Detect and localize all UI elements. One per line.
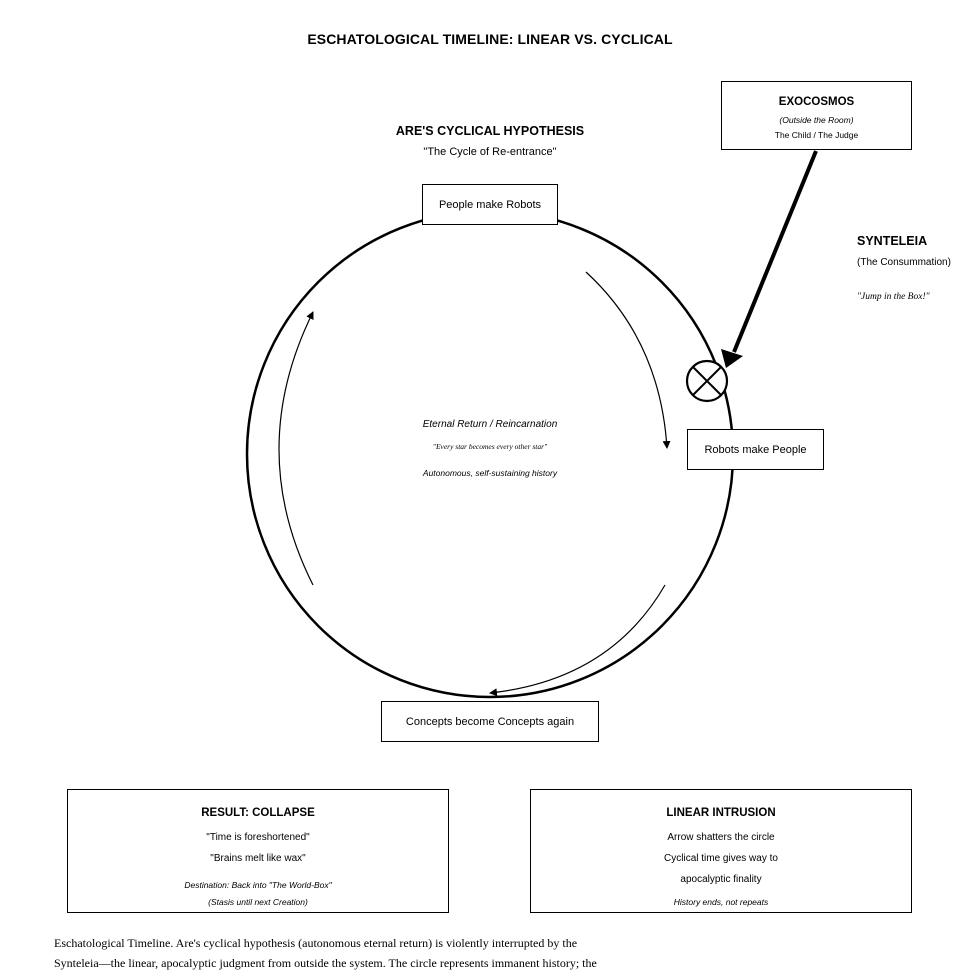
cycle-arrow-bottom-right: [489, 584, 666, 697]
intrusion-line: Arrow shatters the circle: [667, 832, 775, 843]
cyclical-subheading: "The Cycle of Re-entrance": [423, 146, 557, 158]
page-title: ESCHATOLOGICAL TIMELINE: LINEAR VS. CYCL…: [307, 31, 673, 47]
center-label-star-quote: "Every star becomes every other star": [432, 442, 548, 451]
intrusion-line: apocalyptic finality: [680, 874, 762, 885]
linear-intrusion-arrow: [732, 150, 818, 353]
node-people-make-robots: People make Robots: [422, 184, 558, 225]
history-cycle-circle: [245, 209, 735, 699]
node-label: People make Robots: [438, 198, 542, 211]
cycle-arrow-left: [278, 311, 314, 586]
crossed-circle-icon: [685, 359, 729, 403]
exocosmos-subtitle: (Outside the Room): [779, 115, 854, 125]
collapse-heading: RESULT: COLLAPSE: [201, 807, 315, 819]
intrusion-note: History ends, not repeats: [673, 897, 769, 907]
synteleia-quote: "Jump in the Box!": [857, 292, 930, 302]
synteleia-subtitle: (The Consummation): [857, 257, 951, 268]
center-label-autonomous: Autonomous, self-sustaining history: [422, 468, 558, 478]
collapse-line: "Brains melt like wax": [210, 853, 306, 864]
node-label: Robots make People: [704, 443, 807, 456]
node-robots-make-people: Robots make People: [687, 429, 824, 470]
cyclical-heading: ARE'S CYCLICAL HYPOTHESIS: [395, 124, 585, 138]
exocosmos-figures: The Child / The Judge: [774, 130, 859, 140]
exocosmos-heading: EXOCOSMOS: [778, 96, 855, 108]
synteleia-heading: SYNTELEIA: [857, 234, 928, 248]
collapse-panel: RESULT: COLLAPSE "Time is foreshortened"…: [67, 789, 449, 913]
node-concepts-again: Concepts become Concepts again: [381, 701, 599, 742]
intrusion-heading: LINEAR INTRUSION: [666, 807, 776, 819]
node-label: Concepts become Concepts again: [405, 715, 575, 728]
intrusion-line: Cyclical time gives way to: [664, 853, 778, 864]
exocosmos-box: EXOCOSMOS (Outside the Room) The Child /…: [721, 81, 912, 150]
collapse-line: "Time is foreshortened": [206, 832, 310, 843]
linear-intrusion-arrowhead: [721, 349, 743, 368]
collapse-note: Destination: Back into "The World-Box": [184, 880, 332, 890]
intrusion-panel: LINEAR INTRUSION Arrow shatters the circ…: [530, 789, 912, 913]
figure-caption: Eschatological Timeline. Are's cyclical …: [54, 936, 597, 970]
cycle-arrow-top-right: [585, 271, 671, 449]
collapse-note: (Stasis until next Creation): [208, 897, 308, 907]
center-label-eternal-return: Eternal Return / Reincarnation: [422, 419, 558, 430]
